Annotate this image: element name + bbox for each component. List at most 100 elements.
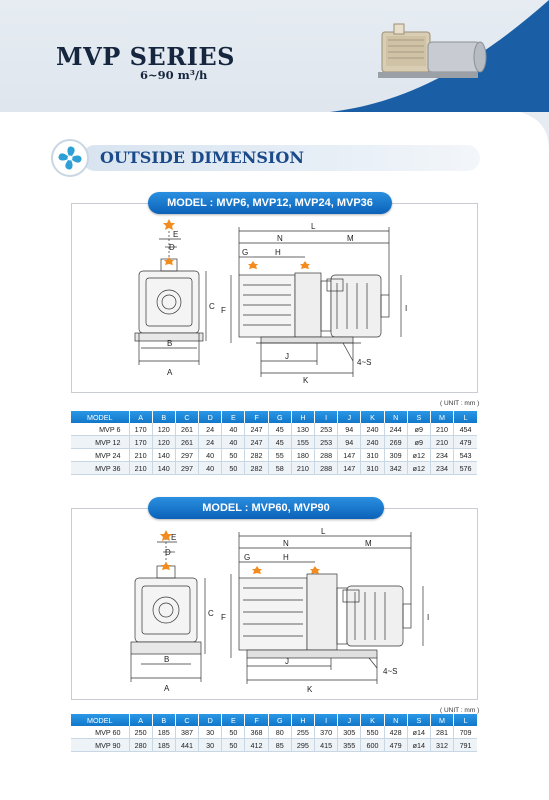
- dimension-cell: 297: [175, 448, 200, 462]
- dim-label-I-large: I: [427, 613, 429, 622]
- dim-label-N-large: N: [283, 539, 289, 548]
- dimension-cell: 94: [337, 423, 362, 436]
- table-column-header: M: [430, 411, 455, 423]
- dim-label-K: K: [303, 376, 309, 385]
- dim-label-E: E: [173, 230, 178, 239]
- dimension-cell: 30: [198, 738, 223, 752]
- dimension-cell: 261: [175, 435, 200, 449]
- dimension-cell: 234: [430, 461, 455, 475]
- dimension-cell: 428: [384, 726, 408, 739]
- dim-label-J-large: J: [285, 657, 289, 666]
- dimension-cell: 250: [129, 726, 153, 739]
- dim-label-B-large: B: [164, 655, 169, 664]
- section-title: OUTSIDE DIMENSION: [100, 148, 304, 167]
- dimension-cell: 24: [198, 435, 223, 449]
- dimension-cell: 50: [221, 461, 246, 475]
- dimension-cell: 240: [360, 435, 385, 449]
- dimension-cell: ø9: [407, 435, 431, 449]
- dim-label-K-large: K: [307, 685, 313, 694]
- table-column-header: L: [453, 411, 477, 423]
- dimension-cell: 281: [430, 726, 455, 739]
- dim-label-J: J: [285, 352, 289, 361]
- drawing-small: E D C B A L N M G H F I J K 4~S: [134, 219, 407, 385]
- dimension-cell: 58: [268, 461, 292, 475]
- table-column-header: K: [360, 714, 385, 726]
- dim-label-A-large: A: [164, 684, 170, 693]
- dimension-cell: 155: [291, 435, 316, 449]
- dimension-cell: 342: [384, 461, 408, 475]
- dimension-cell: 40: [221, 423, 246, 436]
- dim-label-F: F: [221, 306, 226, 315]
- dimension-cell: 170: [129, 423, 153, 436]
- table-column-header: M: [430, 714, 455, 726]
- dimension-cell: 253: [314, 423, 339, 436]
- dimension-cell: 240: [360, 423, 385, 436]
- table-column-header: G: [268, 714, 292, 726]
- dim-label-D-large: D: [165, 548, 171, 557]
- fan-icon: [51, 139, 89, 177]
- dimension-cell: 387: [175, 726, 200, 739]
- table-column-header: B: [152, 714, 176, 726]
- pump-photo: [378, 23, 487, 78]
- table-column-header: A: [129, 714, 153, 726]
- dimension-cell: 454: [453, 423, 477, 436]
- dimension-cell: 543: [453, 448, 477, 462]
- dim-label-L-large: L: [321, 527, 326, 536]
- dimension-cell: 282: [244, 461, 269, 475]
- table-column-header: J: [337, 411, 362, 423]
- table-column-header: C: [175, 411, 200, 423]
- table-column-header: C: [175, 714, 200, 726]
- dim-label-B: B: [167, 339, 172, 348]
- model-cell: MVP 12: [71, 435, 130, 449]
- dimension-cell: 255: [291, 726, 316, 739]
- dimension-cell: 147: [337, 448, 362, 462]
- table-column-header: G: [268, 411, 292, 423]
- dimension-cell: 253: [314, 435, 339, 449]
- dimension-cell: 368: [244, 726, 269, 739]
- dimension-cell: ø9: [407, 423, 431, 436]
- dimension-cell: 234: [430, 448, 455, 462]
- model-cell: MVP 60: [71, 726, 130, 739]
- dimension-cell: 210: [129, 461, 153, 475]
- model-cell: MVP 90: [71, 738, 130, 752]
- dimension-cell: 412: [244, 738, 269, 752]
- dim-label-L: L: [311, 222, 316, 231]
- dimension-cell: 210: [430, 435, 455, 449]
- dimension-cell: 94: [337, 435, 362, 449]
- dimension-cell: 479: [453, 435, 477, 449]
- dimension-cell: 85: [268, 738, 292, 752]
- dim-label-G: G: [242, 248, 248, 257]
- dimension-cell: 576: [453, 461, 477, 475]
- dimension-cell: 305: [337, 726, 362, 739]
- section-title-bar: [82, 145, 480, 171]
- dimension-cell: ø12: [407, 461, 431, 475]
- table-column-header: L: [453, 714, 477, 726]
- dimension-cell: ø14: [407, 738, 431, 752]
- dimension-cell: 185: [152, 726, 176, 739]
- table-column-header: J: [337, 714, 362, 726]
- dimension-cell: 370: [314, 726, 339, 739]
- dimension-cell: 140: [152, 448, 176, 462]
- dimension-cell: 180: [291, 448, 316, 462]
- dimension-cell: 40: [198, 448, 223, 462]
- table-column-header: E: [221, 411, 246, 423]
- model-cell: MVP 6: [71, 423, 130, 436]
- model-label-small: MODEL : MVP6, MVP12, MVP24, MVP36: [148, 192, 392, 214]
- table-column-header: A: [129, 411, 153, 423]
- dimension-cell: 50: [221, 738, 246, 752]
- dimension-cell: 288: [314, 461, 339, 475]
- dim-label-H: H: [275, 248, 281, 257]
- dimension-cell: 261: [175, 423, 200, 436]
- dimension-cell: 355: [337, 738, 362, 752]
- star-marker-icon: [163, 219, 310, 269]
- dimension-cell: 282: [244, 448, 269, 462]
- model-cell: MVP 24: [71, 448, 130, 462]
- star-marker-icon: [160, 530, 320, 574]
